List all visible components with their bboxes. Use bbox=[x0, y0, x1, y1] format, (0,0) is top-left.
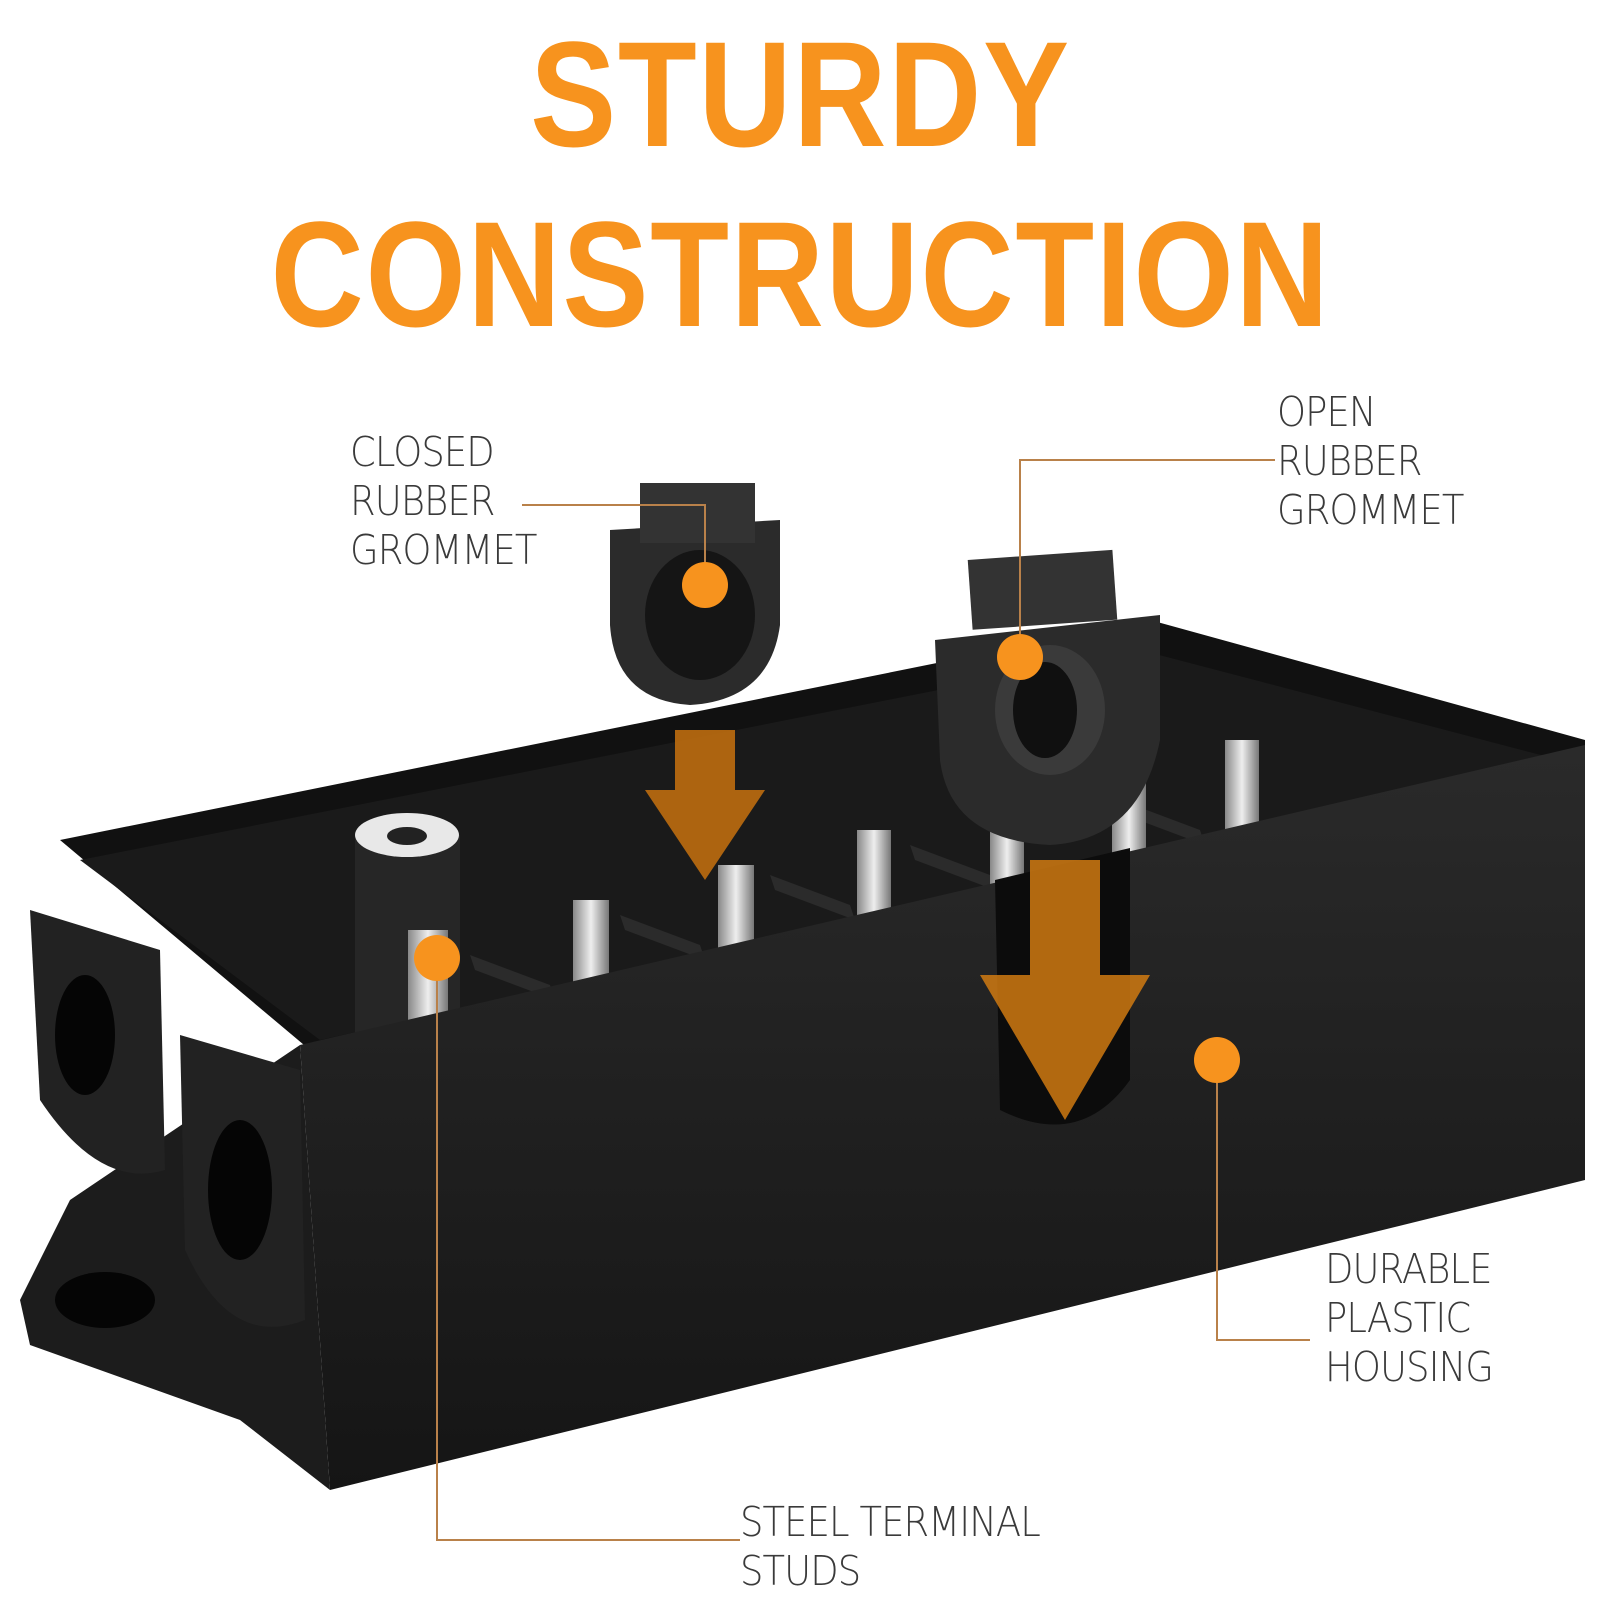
open-rubber-grommet bbox=[935, 549, 1160, 845]
callout-line: STEEL TERMINAL bbox=[740, 1498, 1041, 1546]
callout-dot bbox=[997, 634, 1043, 680]
arrow-down-icon bbox=[645, 730, 765, 880]
arrow-down-icon bbox=[980, 860, 1150, 1120]
callout-line: DURABLE bbox=[1325, 1245, 1492, 1293]
callout-line: GROMMET bbox=[350, 526, 537, 574]
callout-dot bbox=[1194, 1037, 1240, 1083]
callout-line: CLOSED bbox=[350, 428, 495, 476]
callout-closed-grommet: CLOSED RUBBER GROMMET bbox=[350, 428, 537, 575]
callout-line: RUBBER bbox=[1277, 437, 1422, 485]
page-title: STURDY CONSTRUCTION bbox=[270, 10, 1331, 358]
callout-line: OPEN bbox=[1277, 388, 1377, 436]
callout-line: GROMMET bbox=[1277, 486, 1464, 534]
callout-terminal-studs: STEEL TERMINAL STUDS bbox=[740, 1498, 1041, 1596]
callout-dot bbox=[682, 562, 728, 608]
callout-open-grommet: OPEN RUBBER GROMMET bbox=[1277, 388, 1464, 535]
callout-lines bbox=[436, 459, 1310, 1541]
callout-dot bbox=[414, 935, 460, 981]
housing-front-wall bbox=[300, 745, 1585, 1490]
callout-line: RUBBER bbox=[350, 477, 495, 525]
callout-line: STUDS bbox=[740, 1547, 861, 1595]
callout-line: HOUSING bbox=[1325, 1343, 1494, 1391]
callout-line: PLASTIC bbox=[1325, 1294, 1471, 1342]
callout-plastic-housing: DURABLE PLASTIC HOUSING bbox=[1325, 1245, 1494, 1392]
